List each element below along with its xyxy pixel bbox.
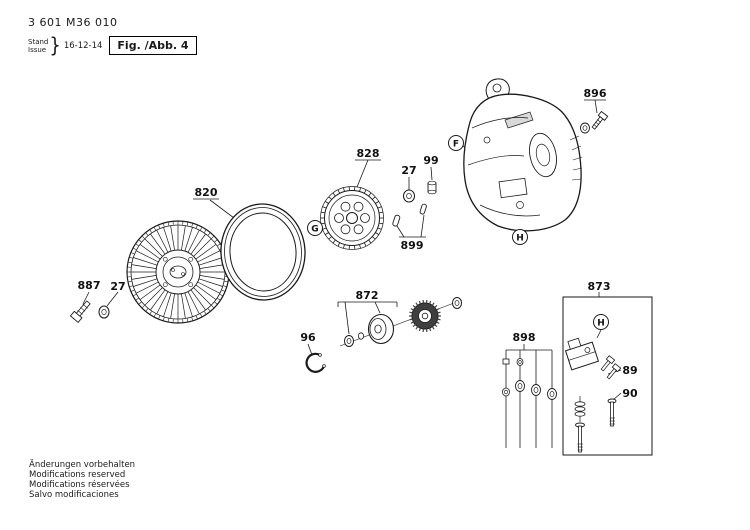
ref-marker-h: H <box>512 229 528 245</box>
footer-line-en: Modifications reserved <box>29 470 126 480</box>
label-873: 873 <box>588 280 611 293</box>
footer-line-es: Salvo modificaciones <box>29 490 119 500</box>
issue-label: Issue <box>28 45 47 54</box>
gear-shaft-872 <box>339 297 463 347</box>
brace-glyph: } <box>49 33 61 58</box>
retaining-ring-96 <box>305 352 326 373</box>
issue-row: Stand Issue } 16-12-14 Fig. /Abb. 4 <box>28 33 197 58</box>
label-899: 899 <box>401 239 424 252</box>
stand-label: Stand <box>28 37 49 46</box>
pinion-teeth <box>409 300 441 332</box>
label-887: 887 <box>78 279 101 292</box>
ref-letter-f: F <box>453 140 459 150</box>
screw-90 <box>607 398 617 427</box>
ref-letter-g: G <box>311 225 318 235</box>
ref-marker-f: F <box>448 135 464 151</box>
label-898: 898 <box>513 331 536 344</box>
ref-letter-h2: H <box>597 319 605 329</box>
pins-899 <box>392 203 427 227</box>
screw-887 <box>69 300 91 324</box>
fan-blades <box>131 225 225 319</box>
roller-99 <box>427 180 437 195</box>
figure-number-box: Fig. /Abb. 4 <box>109 36 197 55</box>
label-828: 828 <box>357 147 380 160</box>
ref-marker-h2: H <box>593 314 609 330</box>
label-896: 896 <box>584 87 607 100</box>
screw-896 <box>580 110 609 134</box>
subassembly-box-873 <box>562 296 653 456</box>
switch-component <box>564 337 600 371</box>
housing-hatch <box>569 135 583 181</box>
label-96: 96 <box>300 331 316 344</box>
washer-27-left <box>98 305 110 319</box>
gear-828 <box>320 186 384 250</box>
label-820: 820 <box>195 186 218 199</box>
gear-teeth <box>320 186 384 250</box>
part-labels: 820 887 27 828 27 99 899 896 872 96 873 … <box>78 87 638 400</box>
ref-marker-g: G <box>307 220 323 236</box>
washer-27-upper <box>403 189 415 203</box>
title-block: 3 601 M36 010 Stand Issue } 16-12-14 Fig… <box>28 16 197 58</box>
screws-89 <box>600 355 622 380</box>
stand-issue-labels: Stand Issue <box>28 38 48 54</box>
motor-housing <box>463 78 583 232</box>
drive-ring <box>220 203 306 301</box>
fan-wheel-820 <box>126 220 230 324</box>
footer-line-de: Änderungen vorbehalten <box>29 460 136 470</box>
label-99: 99 <box>423 154 438 167</box>
label-90: 90 <box>622 387 638 400</box>
issue-date: 16-12-14 <box>63 40 103 51</box>
footer-line-fr: Modifications réservées <box>29 480 130 490</box>
washer-stack-and-screw <box>574 396 586 453</box>
footer-notes: Änderungen vorbehalten Modifications res… <box>29 460 135 500</box>
label-872: 872 <box>356 289 379 302</box>
label-89: 89 <box>622 364 637 377</box>
ref-letter-h: H <box>516 234 524 244</box>
part-number: 3 601 M36 010 <box>28 16 118 29</box>
label-27-left: 27 <box>110 280 125 293</box>
fasteners-898 <box>502 358 557 400</box>
label-27-upper: 27 <box>401 164 416 177</box>
